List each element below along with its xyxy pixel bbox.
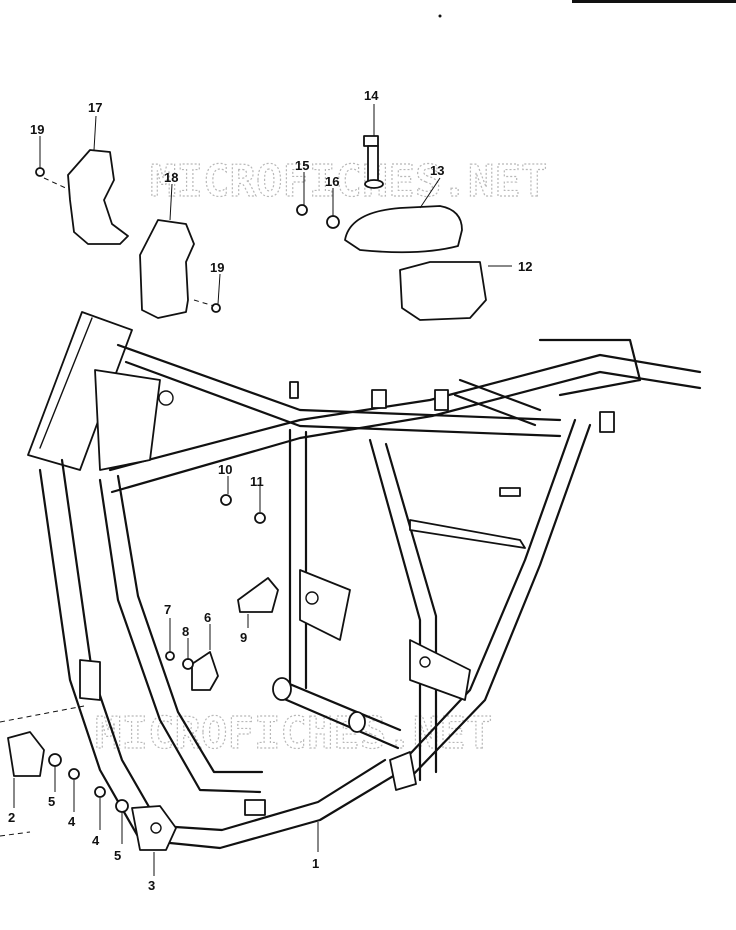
callout-17: 17 (88, 100, 102, 115)
gusset-plate (94, 369, 161, 471)
callout-10: 10 (218, 462, 232, 477)
callout-11: 11 (250, 474, 264, 489)
part-4-bolt-b (94, 786, 106, 798)
callout-12: 12 (518, 259, 532, 274)
callout-13: 13 (430, 163, 444, 178)
callout-8: 8 (182, 624, 189, 639)
callout-3: 3 (148, 878, 155, 893)
top-tube-right (108, 353, 702, 472)
part-15-screw (296, 204, 308, 216)
engine-mount-plate (299, 569, 351, 641)
speck (438, 14, 442, 18)
rear-bracket (409, 519, 526, 549)
callout-2: 2 (8, 810, 15, 825)
callout-4b: 4 (92, 833, 100, 848)
part-16-nut (326, 215, 340, 229)
callout-15: 15 (295, 158, 309, 173)
callout-4a: 4 (68, 814, 76, 829)
callout-5b: 5 (114, 848, 121, 863)
part-3-bracket (131, 805, 177, 851)
part-5-washer-a (48, 753, 62, 767)
callout-1: 1 (312, 856, 319, 871)
part-4-bolt-a (68, 768, 80, 780)
rear-stay (393, 418, 577, 772)
center-tube-rear (368, 438, 422, 782)
part-13-cushion (344, 205, 463, 254)
leader-lines (0, 104, 512, 876)
callout-19a: 19 (30, 122, 44, 137)
front-downtube-right (98, 478, 262, 794)
seat-rail (538, 338, 642, 397)
part-7-bolt (165, 651, 175, 661)
callout-18: 18 (164, 170, 178, 185)
lower-cross-tube (278, 678, 402, 732)
part-18-cover (139, 219, 195, 319)
part-9-plate (237, 577, 279, 613)
part-19-screw-a (35, 167, 45, 177)
part-17-cover (67, 149, 129, 245)
part-2-bracket (7, 731, 45, 777)
callout-9: 9 (240, 630, 247, 645)
part-19-screw-b (211, 303, 221, 313)
top-tube-left (116, 343, 562, 422)
callout-6: 6 (204, 610, 211, 625)
part-11-nut (254, 512, 266, 524)
part-10-bolt (220, 494, 232, 506)
part-5-washer-b (115, 799, 129, 813)
callout-16: 16 (325, 174, 339, 189)
callout-5a: 5 (48, 794, 55, 809)
part-14-bolt (363, 135, 384, 189)
callout-14: 14 (364, 88, 379, 103)
part-6-plate (191, 651, 219, 691)
watermark-bottom: MICROFICHES.NET (95, 708, 492, 759)
watermark-top: MICROFICHES.NET (150, 156, 547, 207)
frame-body (27, 311, 702, 850)
part-8-washer (182, 658, 194, 670)
callout-7: 7 (164, 602, 171, 617)
callout-labels: 1 2 3 4 4 5 5 6 7 8 9 10 11 12 13 14 15 … (8, 88, 532, 893)
callout-19b: 19 (210, 260, 224, 275)
part-12-plate (399, 261, 487, 321)
